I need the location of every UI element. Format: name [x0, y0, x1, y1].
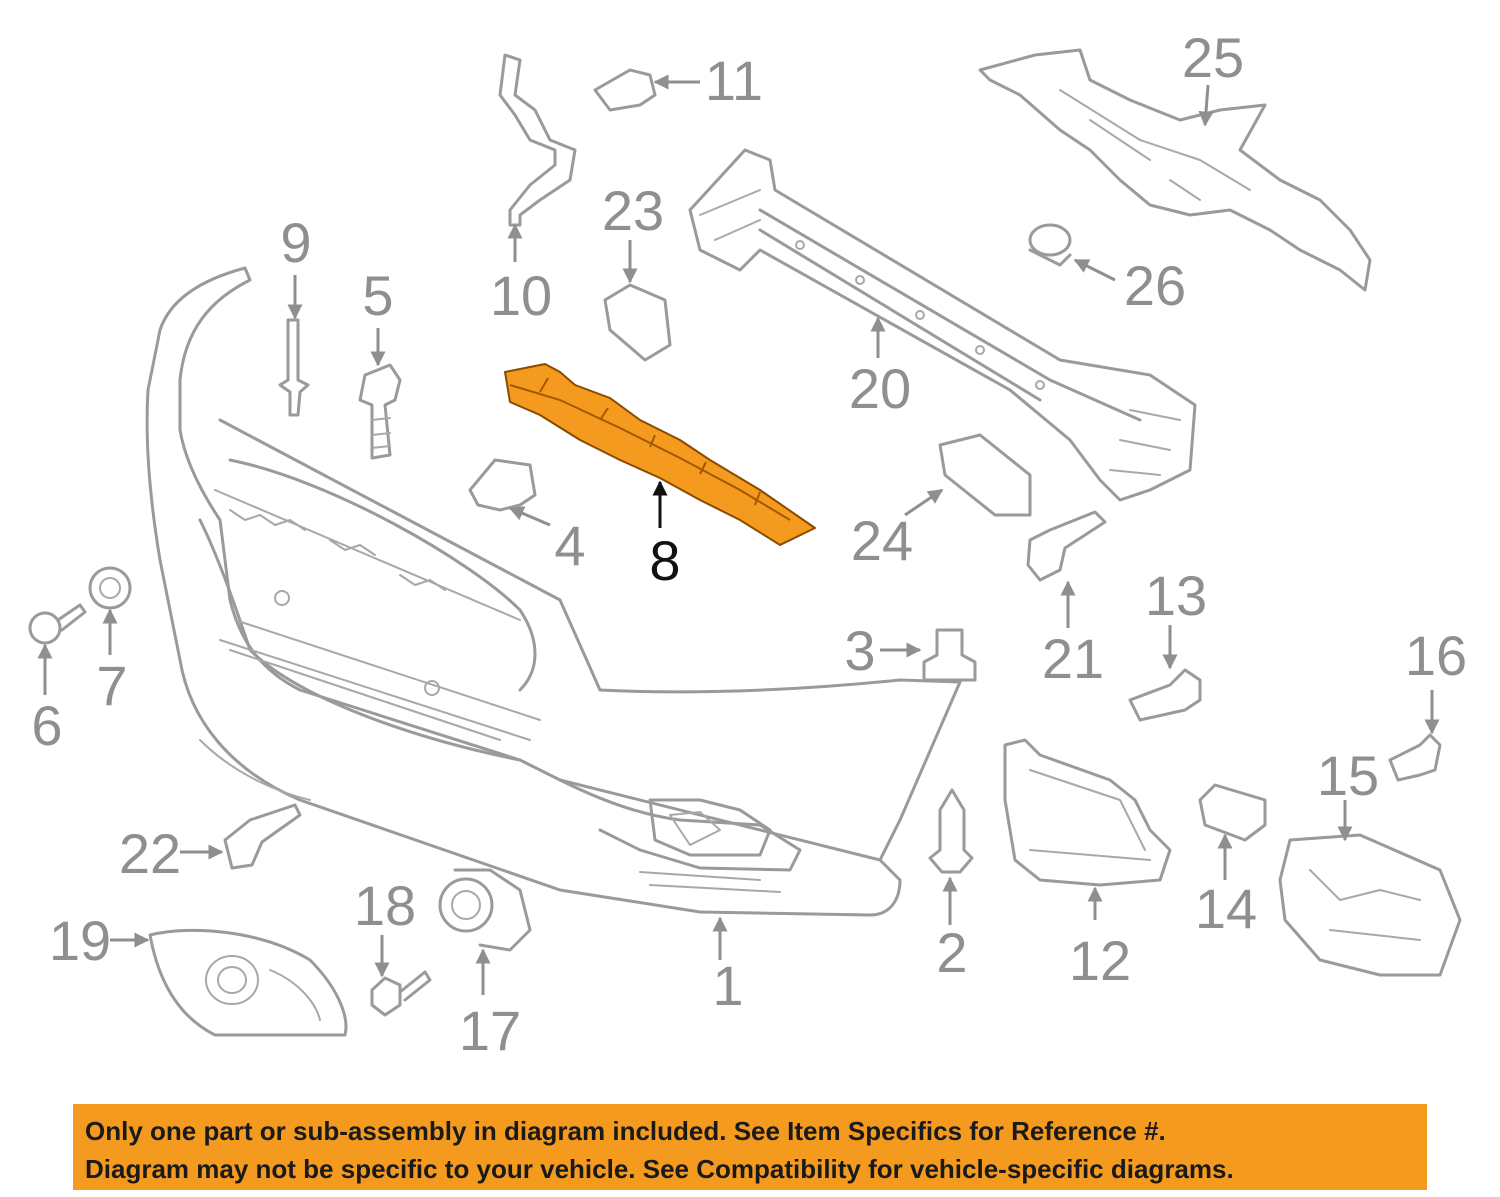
- splash-shield-12: [1003, 738, 1172, 887]
- shield-15: [1278, 833, 1462, 977]
- callout-10: 10: [490, 264, 552, 327]
- callout-labels: 1 2 3 4 5 6 7 8 9 10 11 12 13 14 15 16 1…: [31, 26, 1467, 1062]
- callout-8: 8: [649, 529, 680, 592]
- screw-2: [928, 788, 974, 874]
- callout-6: 6: [31, 694, 62, 757]
- reinforcement-part-8[interactable]: [504, 363, 816, 546]
- disclaimer-line-1: Only one part or sub-assembly in diagram…: [85, 1116, 1166, 1146]
- fog-bezel-19: [148, 928, 348, 1037]
- callout-12: 12: [1069, 929, 1131, 992]
- bolt-13: [1128, 668, 1202, 722]
- callout-5: 5: [362, 264, 393, 327]
- grommet-7: [88, 566, 132, 610]
- bolt-21: [1026, 510, 1107, 582]
- callout-26: 26: [1124, 254, 1186, 317]
- upper-support-bracket: [978, 48, 1372, 292]
- callout-2: 2: [936, 921, 967, 984]
- clip-14: [1198, 783, 1267, 842]
- callout-24: 24: [851, 509, 913, 572]
- leader-lines: [37, 74, 1440, 995]
- callout-17: 17: [459, 999, 521, 1062]
- callout-3: 3: [844, 619, 875, 682]
- callout-22: 22: [119, 822, 181, 885]
- bracket-4: [468, 458, 537, 512]
- screw-18: [370, 970, 432, 1017]
- callout-19: 19: [49, 909, 111, 972]
- callout-16: 16: [1405, 624, 1467, 687]
- callout-25: 25: [1182, 26, 1244, 89]
- clip-3: [922, 628, 977, 682]
- callout-13: 13: [1145, 564, 1207, 627]
- callout-4: 4: [554, 514, 585, 577]
- screw-6: [28, 603, 87, 645]
- clip-26: [1028, 223, 1072, 267]
- callout-14: 14: [1195, 877, 1257, 940]
- callout-11: 11: [705, 49, 763, 112]
- reinforcement-beam: [688, 148, 1197, 502]
- callout-7: 7: [96, 654, 127, 717]
- guide-23: [603, 283, 672, 362]
- disclaimer-banner: Only one part or sub-assembly in diagram…: [73, 1104, 1427, 1190]
- fog-lamp-17: [438, 868, 532, 952]
- bolt-16: [1388, 733, 1442, 782]
- callout-21: 21: [1042, 627, 1104, 690]
- callout-23: 23: [602, 179, 664, 242]
- callout-1: 1: [712, 954, 743, 1017]
- wire-bracket: [498, 53, 577, 227]
- bolt-5: [358, 363, 402, 460]
- callout-18: 18: [354, 874, 416, 937]
- push-pin-9: [278, 318, 310, 417]
- bolt-22: [223, 803, 302, 870]
- callout-15: 15: [1317, 744, 1379, 807]
- bracket-24: [938, 433, 1032, 517]
- disclaimer-line-2: Diagram may not be specific to your vehi…: [85, 1154, 1234, 1184]
- clip-11: [593, 68, 657, 112]
- callout-9: 9: [280, 211, 311, 274]
- callout-20: 20: [849, 357, 911, 420]
- bumper-cover: [145, 266, 962, 917]
